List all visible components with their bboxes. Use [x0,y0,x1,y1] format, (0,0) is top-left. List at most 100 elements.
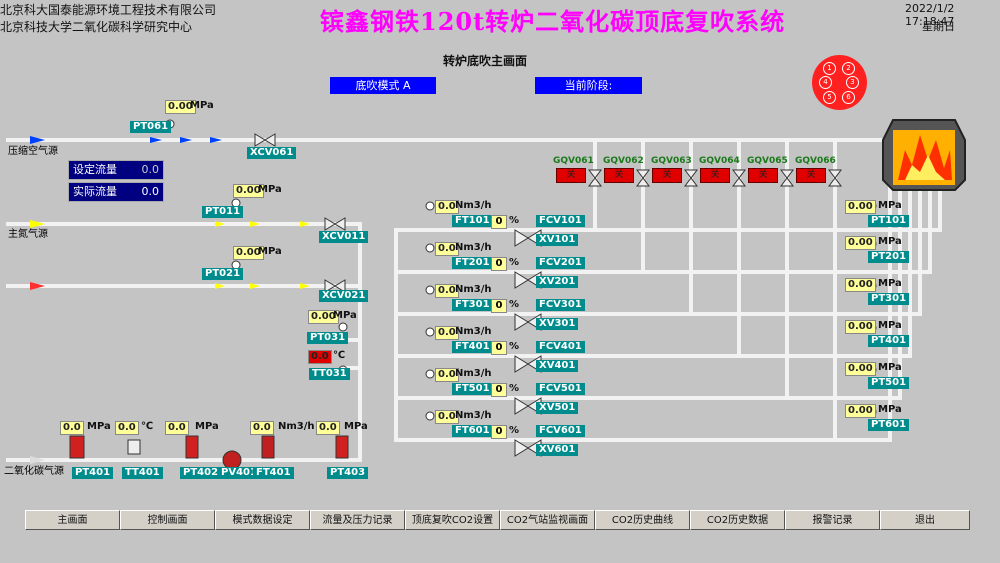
ft301-unit: Nm3/h [455,284,492,295]
pt011-tag[interactable]: PT011 [202,206,244,218]
fcv301-tag[interactable]: FCV301 [536,299,585,311]
ft201-tag[interactable]: FT201 [452,257,493,269]
nav-co2-history-data[interactable]: CO2历史数据 [690,510,785,530]
gqv062-state[interactable]: 关 [604,168,634,183]
source-n2-label: 主氮气源 [8,229,48,240]
pt401-right-unit: MPa [878,320,902,331]
tuyere-1: 1 [823,62,836,75]
pt061-readout: 0.00 [165,100,196,114]
pt061-tag[interactable]: PT061 [130,121,172,133]
tt031-tag[interactable]: TT031 [309,368,350,380]
tt401-readout: 0.0 [115,421,139,435]
ft401-bottom-unit: Nm3/h [278,421,315,432]
nav-exit[interactable]: 退出 [880,510,970,530]
pv401-tag[interactable]: PV401 [218,467,260,479]
ft401-readout: 0.0 [435,326,459,340]
pt401-bottom-tag[interactable]: PT401 [72,467,114,479]
gqv066-state[interactable]: 关 [796,168,826,183]
gqv061-label: GQV061 [553,156,594,166]
ft601-tag[interactable]: FT601 [452,425,493,437]
xcv021-tag[interactable]: XCV021 [319,290,369,302]
fcv201-percent[interactable]: 0 [491,257,507,271]
actual-flow-label: 实际流量 [73,185,117,198]
tt401-unit: ℃ [141,421,154,432]
pt301-readout: 0.00 [845,278,876,292]
source-co2-label: 二氧化碳气源 [4,466,64,477]
ft301-tag[interactable]: FT301 [452,299,493,311]
pt501-unit: MPa [878,362,902,373]
fcv501-percent[interactable]: 0 [491,383,507,397]
mode-button[interactable]: 底吹模式 A [330,77,436,94]
tt031-readout: 0.0 [308,350,332,364]
pt403-readout: 0.0 [316,421,340,435]
nav-main[interactable]: 主画面 [25,510,120,530]
xv201-tag[interactable]: XV201 [536,276,579,288]
weekday: 星期日 [922,20,955,33]
fcv501-tag[interactable]: FCV501 [536,383,585,395]
set-flow-value[interactable]: 0.0 [141,163,160,176]
nav-co2-setting[interactable]: 顶底复吹CO2设置 [405,510,500,530]
fcv301-percent[interactable]: 0 [491,299,507,313]
pt402-tag[interactable]: PT402 [180,467,222,479]
gqv064-state[interactable]: 关 [700,168,730,183]
nav-flow-pressure-log[interactable]: 流量及压力记录 [310,510,405,530]
org-line-2: 北京科技大学二氧化碳科学研究中心 [0,20,193,34]
pt402-unit: MPa [195,421,219,432]
pt401-readout: 0.0 [60,421,84,435]
xv101-tag[interactable]: XV101 [536,234,579,246]
organization-names: 北京科大国泰能源环境工程技术有限公司 北京科技大学二氧化碳科学研究中心 [0,2,216,36]
pt201-unit: MPa [878,236,902,247]
xv401-tag[interactable]: XV401 [536,360,579,372]
fcv101-tag[interactable]: FCV101 [536,215,585,227]
tuyere-layout: 1 2 3 4 5 6 [812,55,867,110]
tt401-tag[interactable]: TT401 [122,467,163,479]
xv601-tag[interactable]: XV601 [536,444,579,456]
actual-flow-value: 0.0 [141,185,160,198]
fcv101-percent[interactable]: 0 [491,215,507,229]
pt501-tag[interactable]: PT501 [868,377,910,389]
ft501-tag[interactable]: FT501 [452,383,493,395]
stage-button[interactable]: 当前阶段: [535,77,642,94]
ft101-tag[interactable]: FT101 [452,215,493,227]
pt021-readout: 0.00 [233,246,264,260]
fcv501-percent-unit: % [509,383,520,394]
ft401-bottom-tag[interactable]: FT401 [253,467,294,479]
pt101-tag[interactable]: PT101 [868,215,910,227]
xv301-tag[interactable]: XV301 [536,318,579,330]
nav-control[interactable]: 控制画面 [120,510,215,530]
pt201-tag[interactable]: PT201 [868,251,910,263]
fcv601-percent-unit: % [509,425,520,436]
pt031-readout: 0.00 [308,310,339,324]
ft101-readout: 0.0 [435,200,459,214]
pt011-unit: MPa [258,184,282,195]
gqv065-state[interactable]: 关 [748,168,778,183]
org-line-1: 北京科大国泰能源环境工程技术有限公司 [0,3,217,17]
gqv063-state[interactable]: 关 [652,168,682,183]
fcv401-percent[interactable]: 0 [491,341,507,355]
xcv011-tag[interactable]: XCV011 [319,231,369,243]
pt021-unit: MPa [258,246,282,257]
pt601-unit: MPa [878,404,902,415]
xv501-tag[interactable]: XV501 [536,402,579,414]
pt401-right-tag[interactable]: PT401 [868,335,910,347]
gqv061-state[interactable]: 关 [556,168,586,183]
xcv061-tag[interactable]: XCV061 [247,147,297,159]
ft401-tag[interactable]: FT401 [452,341,493,353]
nav-alarm-log[interactable]: 报警记录 [785,510,880,530]
fcv401-tag[interactable]: FCV401 [536,341,585,353]
pt301-tag[interactable]: PT301 [868,293,910,305]
nav-co2-station[interactable]: CO2气站监视画面 [500,510,595,530]
actual-flow-row: 实际流量 0.0 [68,182,164,202]
fcv201-tag[interactable]: FCV201 [536,257,585,269]
pt601-tag[interactable]: PT601 [868,419,910,431]
pt301-unit: MPa [878,278,902,289]
fcv601-percent[interactable]: 0 [491,425,507,439]
pt031-tag[interactable]: PT031 [307,332,349,344]
fcv601-tag[interactable]: FCV601 [536,425,585,437]
tt031-unit: ℃ [333,350,346,361]
nav-mode-data[interactable]: 模式数据设定 [215,510,310,530]
pt021-tag[interactable]: PT021 [202,268,244,280]
nav-co2-history-curve[interactable]: CO2历史曲线 [595,510,690,530]
pt403-tag[interactable]: PT403 [327,467,369,479]
gqv065-label: GQV065 [747,156,788,166]
